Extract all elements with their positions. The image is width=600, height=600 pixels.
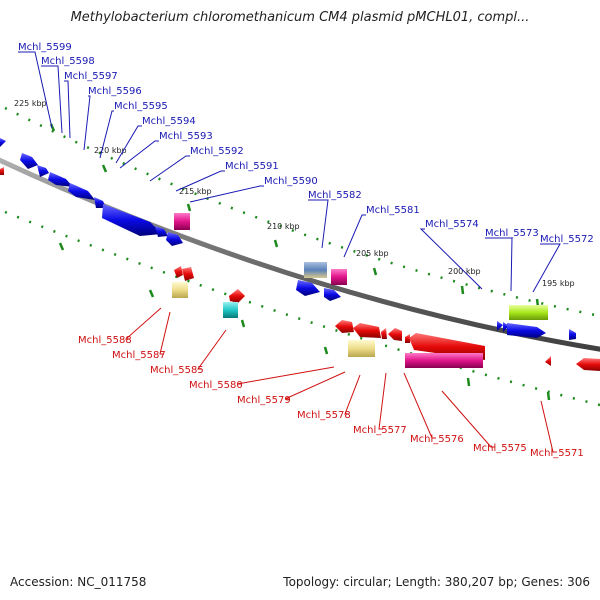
gene-label-mchl-5572[interactable]: Mchl_5572 [540, 234, 594, 245]
gene-label-mchl-5592[interactable]: Mchl_5592 [190, 146, 244, 157]
gene-box[interactable] [223, 302, 238, 318]
gene-label-mchl-5580[interactable]: Mchl_5580 [189, 380, 243, 391]
gene-box[interactable] [348, 340, 375, 357]
gene-box[interactable] [331, 269, 347, 285]
gene-arrow[interactable] [68, 183, 95, 200]
outer-tick-ring [4, 106, 600, 318]
gene-arrow[interactable] [0, 138, 6, 147]
gene-arrow[interactable] [353, 323, 381, 338]
gene-label-mchl-5597[interactable]: Mchl_5597 [64, 71, 118, 82]
gene-arrow[interactable] [503, 322, 509, 332]
map-title: Methylobacterium chloromethanicum CM4 pl… [70, 10, 530, 25]
gene-arrow[interactable] [166, 232, 183, 246]
gene-arrow[interactable] [405, 334, 410, 343]
gene-label-mchl-5581[interactable]: Mchl_5581 [366, 205, 420, 216]
gene-arrow[interactable] [182, 267, 194, 281]
gene-arrow[interactable] [0, 167, 4, 175]
gene-label-mchl-5579[interactable]: Mchl_5579 [237, 395, 291, 406]
gene-arrow[interactable] [545, 356, 551, 366]
gene-label-mchl-5593[interactable]: Mchl_5593 [159, 131, 213, 142]
tick-label-210kbp: 210 kbp [267, 222, 300, 231]
gene-label-mchl-5582[interactable]: Mchl_5582 [308, 190, 362, 201]
gene-label-mchl-5591[interactable]: Mchl_5591 [225, 161, 279, 172]
gene-label-mchl-5596[interactable]: Mchl_5596 [88, 86, 142, 97]
gene-label-mchl-5588[interactable]: Mchl_5588 [78, 335, 132, 346]
gene-arrow[interactable] [335, 320, 354, 333]
gene-arrow[interactable] [324, 288, 341, 301]
reverse-gene-labels: Mchl_5588 Mchl_5587 Mchl_5585 Mchl_5580 … [78, 335, 584, 459]
tick-label-220kbp: 220 kbp [94, 146, 127, 155]
forward-leader-lines [18, 51, 561, 293]
gene-label-mchl-5585[interactable]: Mchl_5585 [150, 365, 204, 376]
gene-label-mchl-5594[interactable]: Mchl_5594 [142, 116, 196, 127]
forward-gene-track [0, 138, 576, 340]
gene-label-mchl-5598[interactable]: Mchl_5598 [41, 56, 95, 67]
gene-label-mchl-5576[interactable]: Mchl_5576 [410, 434, 464, 445]
topology-text: Topology: circular; Length: 380,207 bp; … [283, 575, 590, 589]
gene-arrow[interactable] [507, 323, 546, 338]
gene-arrow[interactable] [388, 328, 402, 341]
gene-arrow[interactable] [37, 165, 49, 177]
gene-label-mchl-5599[interactable]: Mchl_5599 [18, 42, 72, 53]
gene-arrow[interactable] [174, 266, 183, 278]
tick-label-215kbp: 215 kbp [179, 187, 212, 196]
gene-label-mchl-5575[interactable]: Mchl_5575 [473, 443, 527, 454]
tick-label-225kbp: 225 kbp [14, 99, 47, 108]
gene-label-mchl-5578[interactable]: Mchl_5578 [297, 410, 351, 421]
gene-box[interactable] [405, 353, 483, 368]
gene-arrow[interactable] [497, 321, 503, 331]
gene-box[interactable] [304, 262, 327, 278]
accession-text: Accession: NC_011758 [10, 575, 147, 589]
gene-arrow[interactable] [576, 358, 600, 371]
gene-box[interactable] [174, 213, 190, 230]
gene-arrow[interactable] [102, 204, 162, 236]
gene-arrow[interactable] [48, 172, 73, 187]
tick-label-205kbp: 205 kbp [356, 249, 389, 258]
gene-arrow[interactable] [296, 280, 320, 296]
gene-label-mchl-5571[interactable]: Mchl_5571 [530, 448, 584, 459]
gene-arrow[interactable] [20, 153, 38, 169]
forward-gene-labels: Mchl_5599 Mchl_5598 Mchl_5597 Mchl_5596 … [18, 42, 594, 245]
gene-box[interactable] [509, 305, 548, 320]
reverse-gene-track [0, 167, 600, 371]
gene-label-mchl-5590[interactable]: Mchl_5590 [264, 176, 318, 187]
gene-label-mchl-5577[interactable]: Mchl_5577 [353, 425, 407, 436]
gene-arrow[interactable] [381, 328, 387, 339]
gene-label-mchl-5595[interactable]: Mchl_5595 [114, 101, 168, 112]
gene-label-mchl-5574[interactable]: Mchl_5574 [425, 219, 479, 230]
gene-label-mchl-5573[interactable]: Mchl_5573 [485, 228, 539, 239]
major-ticks [49, 123, 551, 401]
reverse-leader-lines [124, 307, 557, 453]
gene-arrow[interactable] [229, 289, 245, 303]
tick-label-195kbp: 195 kbp [542, 279, 575, 288]
gene-arrow[interactable] [155, 226, 168, 237]
gene-label-mchl-5587[interactable]: Mchl_5587 [112, 350, 166, 361]
gene-box[interactable] [172, 282, 188, 298]
gene-arrow[interactable] [569, 329, 576, 340]
